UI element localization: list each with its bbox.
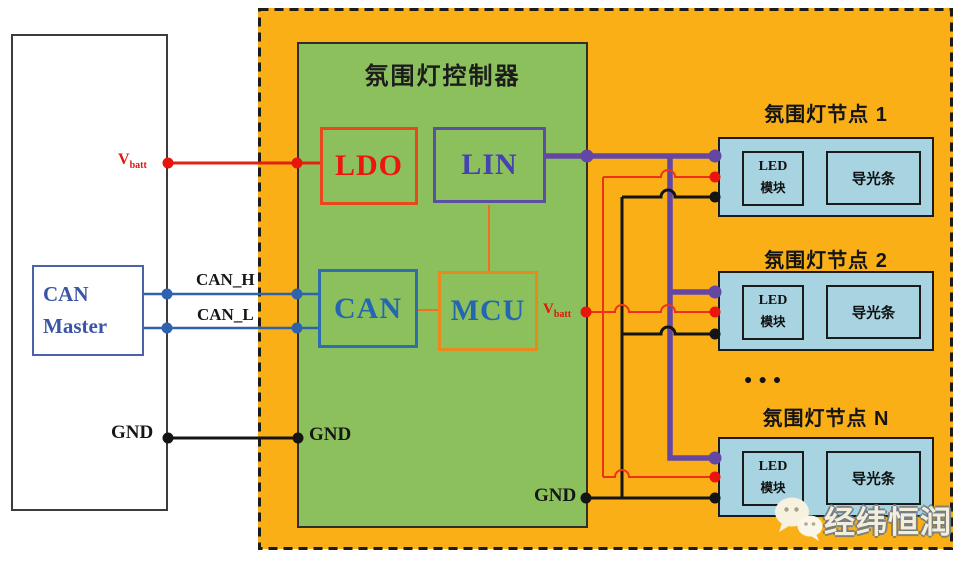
led-label: LED xyxy=(758,459,788,474)
lin-block: LIN xyxy=(433,127,546,203)
light-guide-box: 导光条 xyxy=(826,151,921,205)
led-module-label: 模块 xyxy=(760,315,786,329)
can-block: CAN xyxy=(318,269,418,348)
can-master-line2: Master xyxy=(43,313,108,338)
led-label: LED xyxy=(758,159,788,174)
led-module-box: LED 模块 xyxy=(742,151,804,206)
vbatt-label-controller: Vbatt xyxy=(543,301,572,320)
ambient-node-2: LED 模块 导光条 xyxy=(718,271,934,351)
wechat-icon xyxy=(775,497,823,541)
ldo-block: LDO xyxy=(320,127,418,205)
gnd-label-controller: GND xyxy=(309,424,352,445)
gnd-label-controller-bottom: GND xyxy=(534,485,577,506)
vbatt-label-left: Vbatt xyxy=(118,151,147,172)
ambient-node-1: LED 模块 导光条 xyxy=(718,137,934,217)
gnd-label-left: GND xyxy=(111,422,154,443)
controller-title: 氛围灯控制器 xyxy=(364,63,521,90)
watermark: 经纬恒润 xyxy=(772,490,960,548)
led-label: LED xyxy=(758,293,788,308)
can-l-label: CAN_L xyxy=(197,305,254,324)
node-2-title: 氛围灯节点 2 xyxy=(764,250,888,272)
can-master-block: CAN Master xyxy=(32,265,144,356)
mcu-block: MCU xyxy=(438,271,538,351)
can-master-line1: CAN xyxy=(43,282,89,306)
led-module-label: 模块 xyxy=(760,181,786,195)
light-guide-box: 导光条 xyxy=(826,285,921,339)
more-nodes-ellipsis: ●●● xyxy=(744,371,788,387)
node-1-title: 氛围灯节点 1 xyxy=(764,104,888,126)
led-module-box: LED 模块 xyxy=(742,285,804,340)
node-n-title: 氛围灯节点 N xyxy=(762,408,890,430)
can-h-label: CAN_H xyxy=(196,270,255,289)
watermark-text: 经纬恒润 xyxy=(824,504,952,540)
